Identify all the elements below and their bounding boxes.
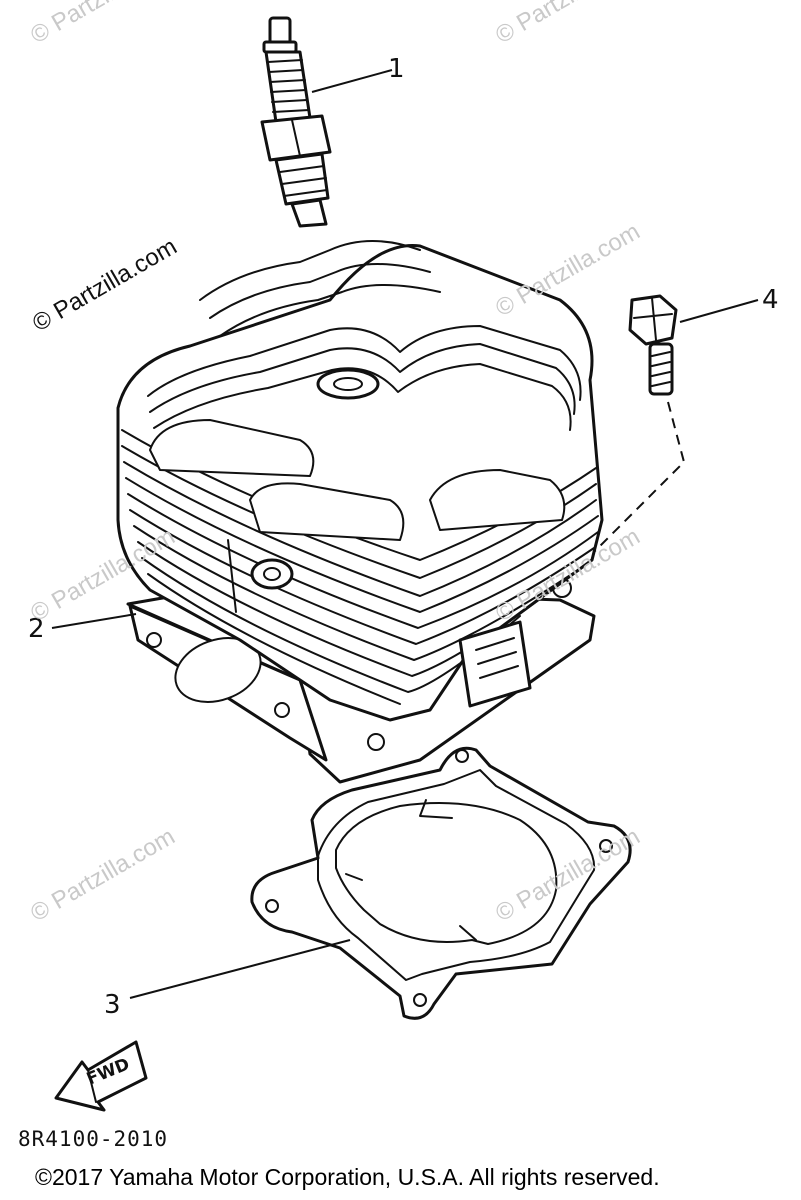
- callout-2: 2: [28, 614, 45, 644]
- spark-plug-icon: [260, 16, 332, 228]
- leader-line-3: [129, 939, 351, 999]
- cylinder-icon: [116, 240, 604, 784]
- leader-line-4: [679, 299, 759, 323]
- fwd-arrow-icon: [54, 1040, 148, 1112]
- callout-4: 4: [762, 285, 779, 315]
- callout-1: 1: [388, 54, 405, 84]
- copyright-notice: ©2017 Yamaha Motor Corporation, U.S.A. A…: [35, 1164, 660, 1190]
- callout-3: 3: [104, 990, 121, 1020]
- drawing-number: 8R4100-2010: [18, 1127, 169, 1151]
- leader-line-2: [51, 613, 137, 629]
- bolt-alignment-dash: [571, 401, 686, 575]
- gasket-icon: [250, 746, 632, 1020]
- bolt-icon: [628, 294, 678, 396]
- leader-line-1: [311, 69, 393, 93]
